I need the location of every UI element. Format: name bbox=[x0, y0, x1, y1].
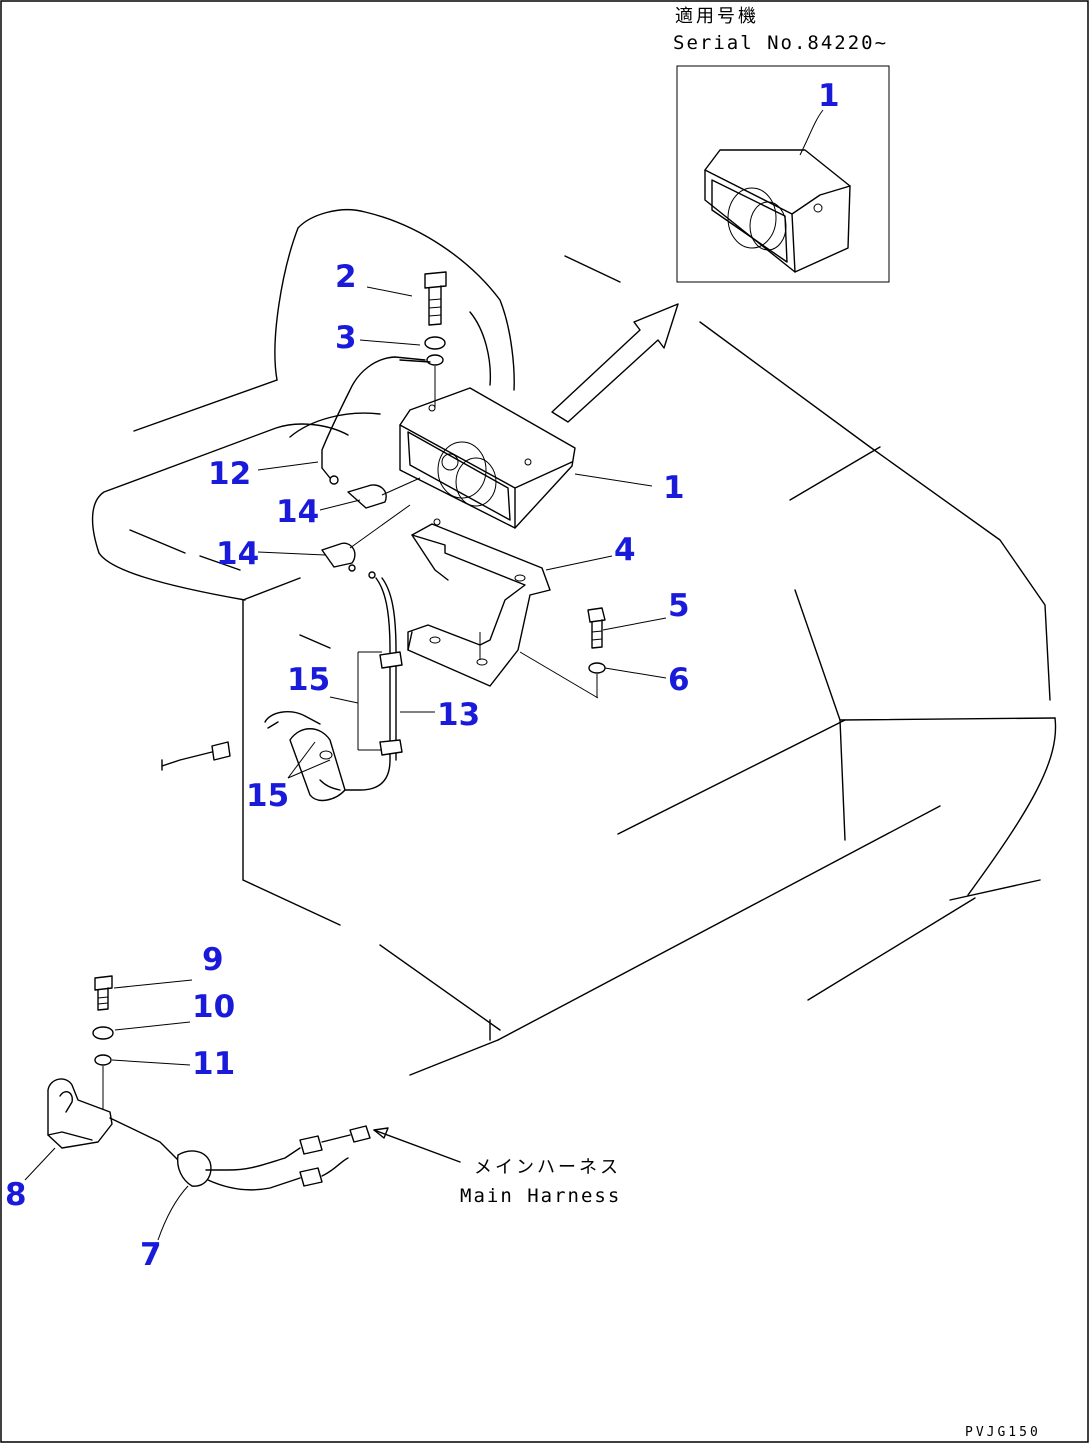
callout-15b: 15 bbox=[246, 778, 289, 814]
callout-11: 11 bbox=[192, 1046, 235, 1082]
callout-12: 12 bbox=[208, 456, 251, 492]
harness-label-en: Main Harness bbox=[460, 1185, 621, 1207]
callout-10: 10 bbox=[192, 989, 235, 1025]
callout-14b: 14 bbox=[216, 536, 259, 572]
callout-7: 7 bbox=[140, 1237, 162, 1273]
lower-sensor-assembly bbox=[47, 975, 461, 1191]
callout-labels: 1 1 2 3 4 5 6 7 8 9 10 11 12 13 14 14 15… bbox=[5, 78, 840, 1273]
callout-5: 5 bbox=[668, 588, 690, 624]
callout-6: 6 bbox=[668, 662, 690, 698]
connector-caps bbox=[321, 477, 421, 579]
callout-13: 13 bbox=[437, 697, 480, 733]
lamp-harness bbox=[161, 577, 403, 802]
machine-body-outline bbox=[91, 208, 1057, 1076]
callout-15a: 15 bbox=[287, 662, 330, 698]
callout-1: 1 bbox=[663, 470, 685, 506]
inset-applicable-label: 適用号機 bbox=[675, 6, 759, 27]
lamp-wire bbox=[321, 356, 426, 469]
callout-9: 9 bbox=[202, 942, 224, 978]
drawing-code: PVJG150 bbox=[965, 1425, 1041, 1440]
main-harness-label: メインハーネス Main Harness bbox=[460, 1157, 621, 1207]
mounting-bracket bbox=[407, 518, 599, 699]
work-lamp bbox=[399, 387, 576, 529]
inset-arrow bbox=[551, 303, 679, 423]
inset-serial-text: Serial No.84220~ bbox=[673, 32, 888, 54]
callout-8: 8 bbox=[5, 1177, 27, 1213]
leader-lines bbox=[24, 109, 824, 1241]
callout-3: 3 bbox=[335, 320, 357, 356]
callout-2: 2 bbox=[335, 259, 357, 295]
callout-14a: 14 bbox=[276, 494, 319, 530]
callout-4: 4 bbox=[614, 532, 636, 568]
callout-1-inset: 1 bbox=[818, 78, 840, 114]
bracket-bolt bbox=[587, 607, 606, 698]
bolt-and-washer-top bbox=[424, 271, 447, 408]
inset-panel: 適用号機 Serial No.84220~ bbox=[673, 6, 890, 283]
harness-label-jp: メインハーネス bbox=[474, 1157, 621, 1178]
